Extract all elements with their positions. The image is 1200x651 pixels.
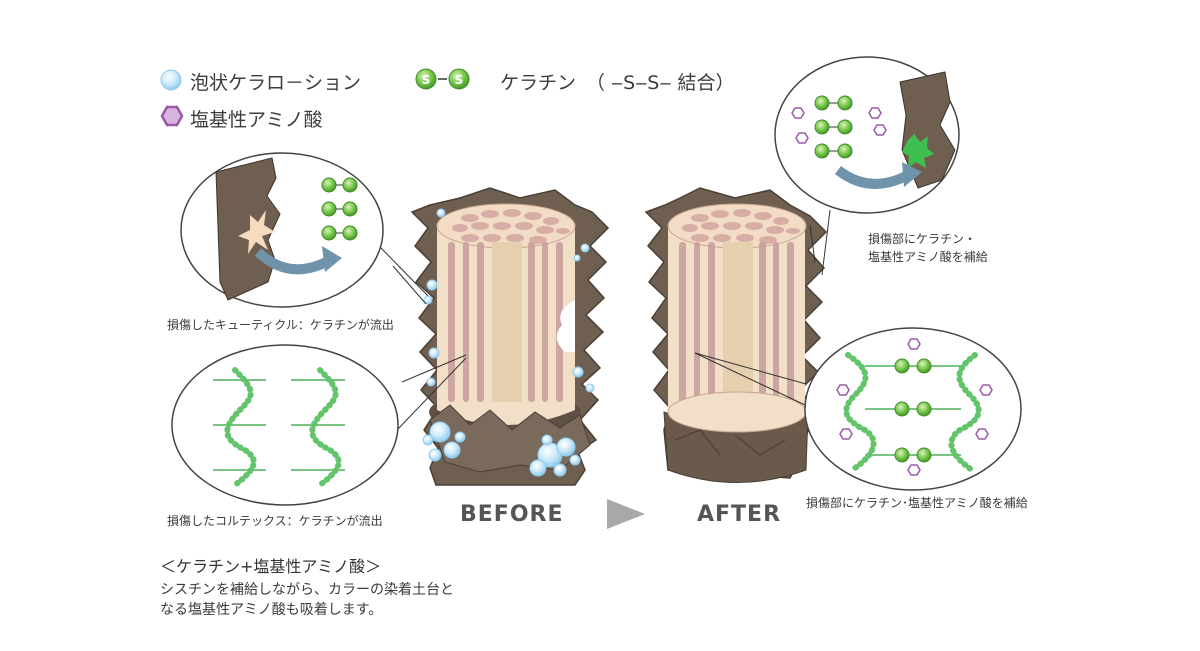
callout-lines bbox=[379, 209, 831, 431]
bottom-desc-line1: シスチンを補給しながら、カラーの染着土台と bbox=[160, 582, 454, 598]
legend-bubble-label: 泡状ケラロ－ション bbox=[190, 72, 362, 94]
hair-before bbox=[410, 187, 610, 486]
bubble-legend-icon bbox=[160, 69, 182, 91]
keratin-chains-in bbox=[814, 95, 853, 159]
svg-text:S: S bbox=[422, 73, 431, 87]
bottom-title: ＜ケラチン+塩基性アミノ酸＞ bbox=[160, 557, 382, 576]
keratin-chains-out bbox=[321, 177, 358, 241]
svg-text:S: S bbox=[455, 73, 464, 87]
before-label: BEFORE bbox=[460, 502, 564, 527]
callout-after-cuticle bbox=[774, 56, 960, 214]
caption-after-cuticle-2: 塩基性アミノ酸を補給 bbox=[868, 250, 988, 264]
after-label: AFTER bbox=[697, 502, 782, 527]
caption-after-cortex: 損傷部にケラチン･塩基性アミノ酸を補給 bbox=[806, 496, 1028, 510]
keratin-legend-icon: S S bbox=[415, 68, 470, 90]
bottom-desc-line2: なる塩基性アミノ酸も吸着します。 bbox=[160, 602, 383, 618]
hair-after bbox=[644, 187, 828, 483]
legend: S S bbox=[160, 68, 470, 127]
caption-after-cuticle-1: 損傷部にケラチン・ bbox=[868, 232, 977, 246]
callout-after-cortex bbox=[804, 327, 1022, 491]
legend-keratin-label: ケラチン bbox=[500, 72, 577, 94]
caption-cuticle-damage: 損傷したキューティクル：ケラチンが流出 bbox=[167, 318, 394, 332]
legend-amino-label: 塩基性アミノ酸 bbox=[190, 109, 323, 131]
callout-cortex-damage bbox=[171, 344, 399, 506]
legend-bond-label: （ ‒S‒S‒ 結合） bbox=[586, 72, 735, 94]
amino-legend-icon bbox=[160, 105, 184, 127]
caption-cortex-damage: 損傷したコルテックス：ケラチンが流出 bbox=[167, 514, 383, 528]
before-after-arrow-icon bbox=[607, 499, 645, 529]
callout-cuticle-damage bbox=[180, 152, 384, 308]
